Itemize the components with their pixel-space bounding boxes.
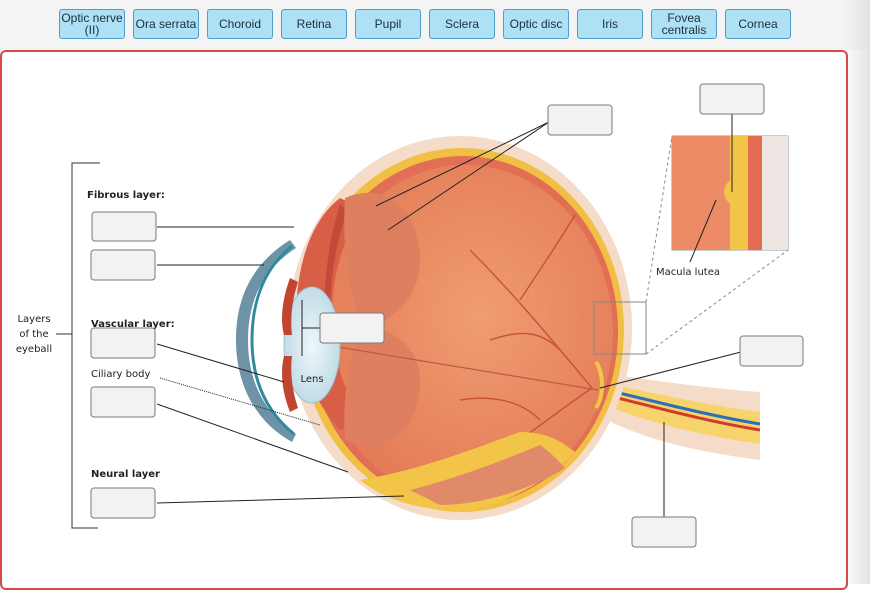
drop-box-fovea[interactable] xyxy=(699,83,765,115)
drop-box-ora-serrata[interactable] xyxy=(547,104,613,136)
optic-nerve xyxy=(592,372,761,460)
layers-bracket xyxy=(71,162,100,529)
chip-cornea[interactable]: Cornea xyxy=(725,9,791,39)
chip-choroid[interactable]: Choroid xyxy=(207,9,273,39)
layers-title-line3: eyeball xyxy=(16,344,52,355)
vascular-layer-heading: Vascular layer: xyxy=(91,319,175,330)
chip-sclera[interactable]: Sclera xyxy=(429,9,495,39)
chip-optic-disc[interactable]: Optic disc xyxy=(503,9,569,39)
macula-lutea-label: Macula lutea xyxy=(656,267,720,278)
drop-box-vascular-2[interactable] xyxy=(90,386,156,418)
eyeball xyxy=(236,136,632,520)
drop-box-optic-disc[interactable] xyxy=(739,335,804,367)
chip-pupil[interactable]: Pupil xyxy=(355,9,421,39)
chip-optic-nerve[interactable]: Optic nerve (II) xyxy=(59,9,125,39)
ciliary-folds xyxy=(344,192,420,330)
lens-label: Lens xyxy=(300,374,323,385)
chip-iris[interactable]: Iris xyxy=(577,9,643,39)
layers-title-line1: Layers xyxy=(17,314,50,325)
ciliary-body-label: Ciliary body xyxy=(91,369,150,380)
drop-box-fibrous-1[interactable] xyxy=(91,211,157,242)
iris-shape xyxy=(282,278,298,335)
drop-box-vascular-1[interactable] xyxy=(90,327,156,359)
neural-layer-heading: Neural layer xyxy=(91,469,160,480)
drop-box-optic-nerve[interactable] xyxy=(631,516,697,548)
leader-lines xyxy=(156,114,742,518)
fovea-inset xyxy=(593,135,789,355)
cornea-shape xyxy=(236,240,296,442)
chip-fovea-centralis[interactable]: Fovea centralis xyxy=(651,9,717,39)
chip-ora-serrata[interactable]: Ora serrata xyxy=(133,9,199,39)
drop-box-neural[interactable] xyxy=(90,487,156,519)
fibrous-layer-heading: Fibrous layer: xyxy=(87,190,165,201)
drop-box-fibrous-2[interactable] xyxy=(90,249,156,281)
chip-retina[interactable]: Retina xyxy=(281,9,347,39)
layers-title-line2: of the xyxy=(19,329,48,340)
drop-box-pupil-area[interactable] xyxy=(319,312,385,344)
